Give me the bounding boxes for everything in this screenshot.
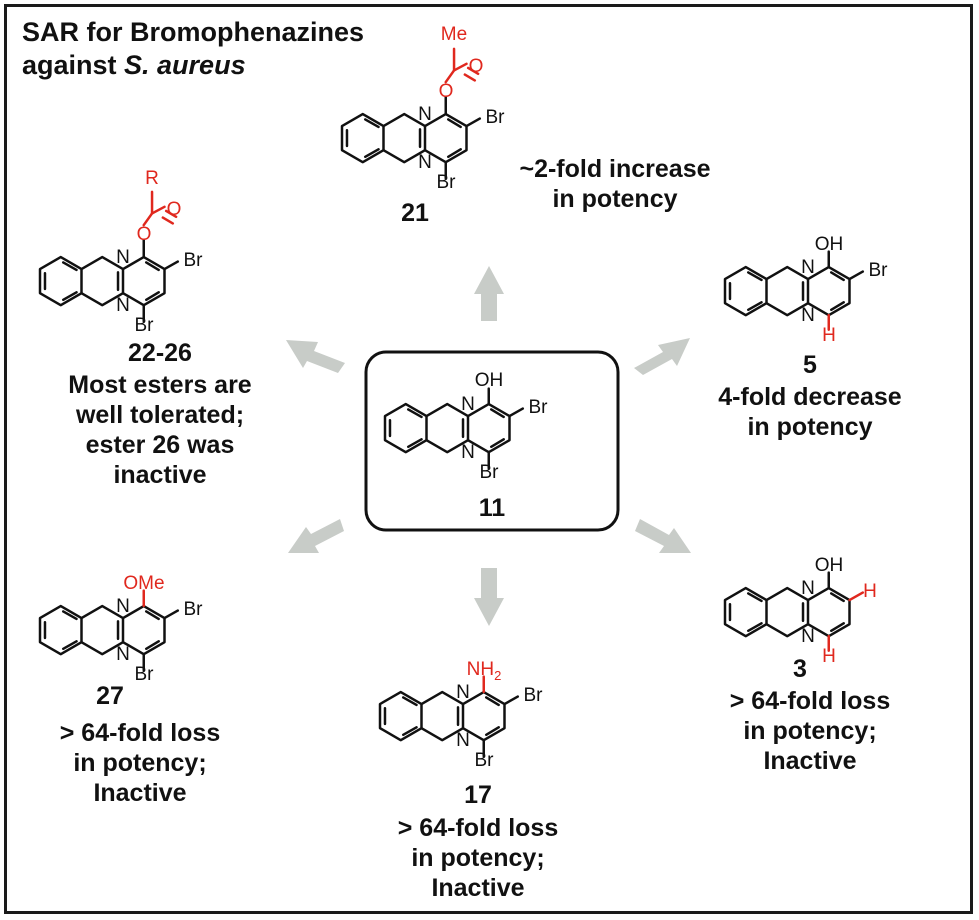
- c22-note-line-3: ester 26 was: [85, 431, 235, 459]
- c21-n-bottom: N: [418, 152, 432, 173]
- c11-label: 11: [478, 494, 506, 522]
- c11-n-bottom: N: [461, 442, 475, 463]
- c5-n-bottom: N: [801, 305, 815, 326]
- title-line-2: against S. aureus: [22, 49, 364, 82]
- c27-note-line-3: Inactive: [93, 779, 187, 807]
- c27-n-top: N: [116, 596, 130, 617]
- c11-bottom-br: Br: [480, 462, 500, 483]
- c3-note-line-1: > 64-fold loss: [729, 687, 891, 715]
- c17-note-line-3: Inactive: [431, 874, 525, 902]
- c3-note-line-3: Inactive: [763, 747, 857, 775]
- c3-note: > 64-fold loss in potency; Inactive: [710, 686, 910, 776]
- c17-bottom-br: Br: [475, 750, 495, 771]
- c22-note-line-1: Most esters are: [68, 371, 252, 399]
- c22-n-top: N: [116, 247, 130, 268]
- c27-bottom-br: Br: [135, 664, 155, 685]
- c21-me-group: Me: [441, 24, 467, 45]
- c22-carbonyl-oxygen: O: [167, 199, 182, 220]
- arrow-upper-right: [634, 338, 690, 375]
- c3-top-group: OH: [815, 555, 844, 576]
- c11-n-top: N: [461, 394, 475, 415]
- c17-n-top: N: [456, 682, 470, 703]
- title-species: S. aureus: [124, 50, 246, 80]
- c27-note: > 64-fold loss in potency; Inactive: [40, 718, 240, 808]
- sar-arrows: [286, 266, 691, 626]
- structure-5: [723, 250, 865, 331]
- structure-27: [38, 589, 180, 672]
- c22-ester-oxygen: O: [137, 224, 152, 245]
- c11-top-group: OH: [475, 370, 504, 391]
- structure-11: [383, 387, 525, 470]
- c17-top-group: NH2: [467, 659, 502, 683]
- c27-label: 27: [96, 682, 124, 710]
- arrow-lower-left: [288, 519, 344, 553]
- c17-side-br: Br: [524, 685, 544, 706]
- central-compound-box: [364, 350, 620, 532]
- c17-n-bottom: N: [456, 730, 470, 751]
- c5-bottom-h: H: [822, 325, 836, 346]
- c22-side-br: Br: [184, 250, 204, 271]
- c3-n-top: N: [801, 578, 815, 599]
- figure-title: SAR for Bromophenazines against S. aureu…: [22, 16, 364, 82]
- c17-note-line-1: > 64-fold loss: [397, 814, 559, 842]
- c27-side-br: Br: [184, 599, 204, 620]
- c21-note: ~2-fold increase in potency: [495, 154, 735, 214]
- structure-21: [340, 47, 482, 180]
- c22-note-line-2: well tolerated;: [75, 401, 245, 429]
- c17-note: > 64-fold loss in potency; Inactive: [358, 813, 598, 903]
- outer-frame: [4, 4, 973, 914]
- c21-carbonyl-oxygen: O: [469, 56, 484, 77]
- c5-note: 4-fold decrease in potency: [690, 382, 930, 442]
- c22-bottom-br: Br: [135, 315, 155, 336]
- c22-note: Most esters are well tolerated; ester 26…: [40, 370, 280, 490]
- arrow-upper-left: [286, 340, 345, 373]
- structure-22-26: [38, 190, 180, 323]
- c5-n-top: N: [801, 257, 815, 278]
- structure-3: [723, 571, 865, 652]
- c3-note-line-2: in potency;: [743, 717, 877, 745]
- structure-17: [378, 675, 520, 758]
- c27-note-line-2: in potency;: [73, 749, 207, 777]
- c5-top-group: OH: [815, 234, 844, 255]
- c3-label: 3: [793, 655, 807, 683]
- c27-n-bottom: N: [116, 644, 130, 665]
- c21-note-line-2: in potency: [552, 185, 678, 213]
- c5-note-line-2: in potency: [747, 413, 873, 441]
- c3-side-h: H: [863, 581, 877, 602]
- arrow-up: [474, 266, 504, 321]
- c3-bottom-h: H: [822, 646, 836, 667]
- arrow-lower-right: [635, 519, 691, 553]
- c21-bottom-br: Br: [437, 172, 457, 193]
- c17-label: 17: [464, 781, 492, 809]
- c22-note-line-4: inactive: [113, 461, 207, 489]
- c22-r-group: R: [145, 168, 159, 189]
- c5-label: 5: [803, 351, 817, 379]
- c21-note-line-1: ~2-fold increase: [519, 155, 711, 183]
- c21-ester-oxygen: O: [439, 81, 454, 102]
- c27-top-group: OMe: [123, 573, 164, 594]
- c27-note-line-1: > 64-fold loss: [59, 719, 221, 747]
- title-line-1: SAR for Bromophenazines: [22, 17, 365, 47]
- c5-note-line-1: 4-fold decrease: [718, 383, 902, 411]
- arrow-down: [474, 568, 504, 626]
- title-prefix: against: [22, 50, 125, 80]
- c21-n-top: N: [418, 104, 432, 125]
- c17-note-line-2: in potency;: [411, 844, 545, 872]
- c11-side-br: Br: [529, 397, 549, 418]
- c22-n-bottom: N: [116, 295, 130, 316]
- c5-side-br: Br: [869, 260, 889, 281]
- c22-label: 22-26: [128, 339, 192, 367]
- c21-side-br: Br: [486, 107, 506, 128]
- c21-label: 21: [401, 199, 429, 227]
- c3-n-bottom: N: [801, 626, 815, 647]
